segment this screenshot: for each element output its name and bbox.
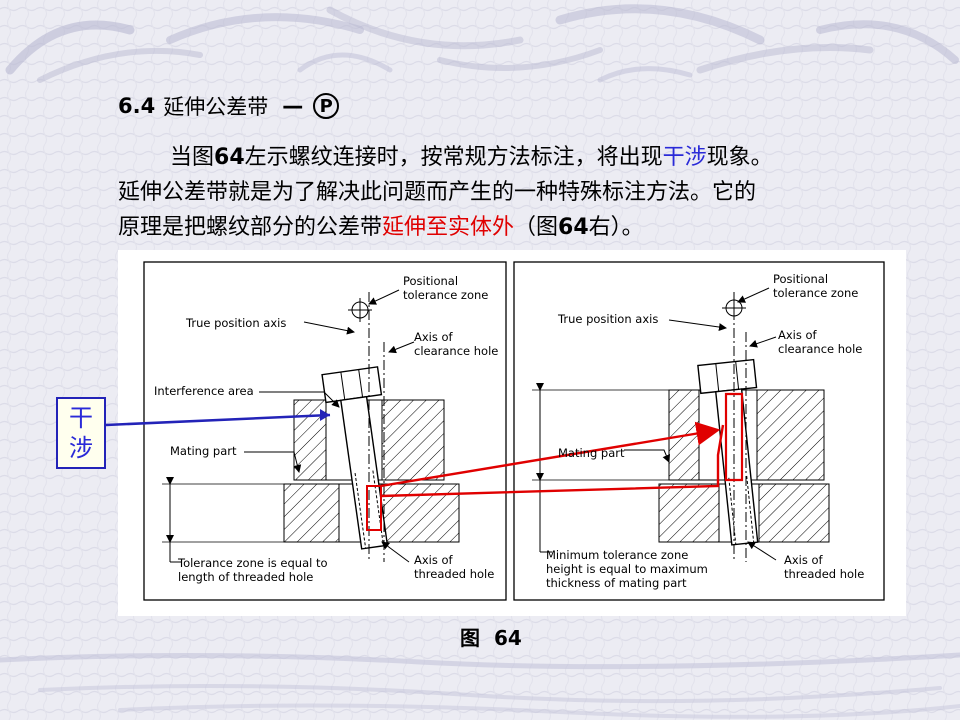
figure-ref: 64 (214, 145, 245, 170)
label-true-axis-right: True position axis (558, 312, 659, 326)
label-mating-part-left: Mating part (170, 444, 237, 458)
red-connector-arrow (380, 424, 725, 498)
label-line: Axis of (778, 328, 817, 342)
label-line: tolerance zone (403, 288, 489, 302)
paragraph-line-2: 延伸公差带就是为了解决此问题而产生的一种特殊标注方法。它的 (118, 180, 757, 205)
section-heading: 6.4 延伸公差带 — P (118, 88, 340, 124)
label-line: tolerance zone (773, 286, 859, 300)
figure-caption: 图 64 (460, 622, 522, 651)
label-line: Tolerance zone is equal to (178, 556, 328, 570)
label-line: clearance hole (414, 344, 499, 358)
label-line: Positional (403, 274, 459, 288)
text-run: 当图 (170, 145, 215, 170)
symbol-letter: P (319, 95, 333, 117)
section-number: 6.4 (118, 94, 156, 118)
label-line: Positional (773, 272, 829, 286)
heading-dash: — (282, 94, 304, 118)
label-mating-part-right: Mating part (558, 446, 625, 460)
label-line: Axis of (784, 553, 823, 567)
label-line: Axis of (414, 553, 453, 567)
label-line: threaded hole (784, 567, 865, 581)
label-true-axis-left: True position axis (186, 316, 287, 330)
body-paragraph: 当图64左示螺纹连接时，按常规方法标注，将出现干涉现象。 延伸公差带就是为了解决… (118, 140, 908, 245)
interference-callout-box: 干 涉 (56, 397, 106, 469)
label-line: thickness of mating part (546, 576, 687, 590)
label-line: length of threaded hole (178, 570, 314, 584)
projected-tolerance-symbol: P (313, 93, 340, 119)
label-line: clearance hole (778, 342, 863, 356)
callout-char: 涉 (69, 434, 93, 462)
bottom-swirl-decoration (0, 652, 960, 719)
left-panel (143, 261, 507, 601)
text-run: 原理是把螺纹部分的公差带 (118, 215, 383, 240)
label-line: threaded hole (414, 567, 495, 581)
text-run: 右）。 (588, 215, 644, 240)
text-run: 现象。 (706, 145, 773, 170)
paragraph-line-1: 当图64左示螺纹连接时，按常规方法标注，将出现干涉现象。 (118, 140, 908, 175)
technical-drawing (143, 261, 885, 601)
label-line: Axis of (414, 330, 453, 344)
text-run: （图 (514, 215, 559, 240)
caption-label: 图 (460, 626, 480, 650)
label-line: height is equal to maximum (546, 562, 708, 576)
paragraph-line-3: 原理是把螺纹部分的公差带延伸至实体外（图64右）。 (118, 210, 908, 245)
top-swirl-decoration (5, 4, 959, 83)
highlight-extend: 延伸至实体外 (382, 215, 515, 240)
highlight-interference: 干涉 (662, 145, 707, 170)
label-line: Minimum tolerance zone (546, 548, 689, 562)
callout-char: 干 (69, 404, 93, 432)
right-panel (513, 261, 885, 601)
text-run: 左示螺纹连接时，按常规方法标注，将出现 (244, 145, 663, 170)
caption-number: 64 (493, 626, 522, 650)
label-interference-area: Interference area (154, 384, 254, 398)
section-title: 延伸公差带 (163, 95, 269, 119)
figure-ref: 64 (558, 215, 589, 240)
